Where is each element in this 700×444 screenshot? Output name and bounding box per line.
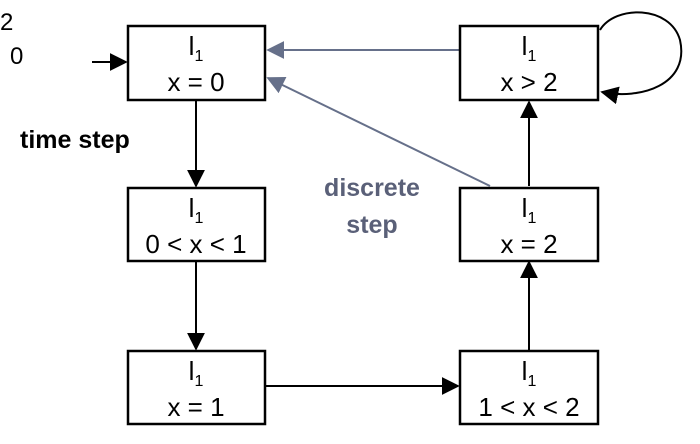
- corner-fragment-top: 2: [0, 9, 13, 36]
- state-0x1: l1 0 < x < 1: [126, 186, 267, 263]
- discrete-step-label-line1: discrete: [324, 174, 420, 202]
- corner-fragment-bottom: 0: [10, 43, 23, 70]
- time-step-label: time step: [20, 126, 130, 154]
- state-1x2-condition: 1 < x < 2: [478, 392, 579, 422]
- state-x2-condition: x = 2: [500, 229, 557, 259]
- state-x0-condition: x = 0: [167, 67, 224, 97]
- state-x1-condition: x = 1: [167, 392, 224, 422]
- state-1x2: l1 1 < x < 2: [458, 349, 600, 426]
- state-xgt2: l1 x > 2: [458, 24, 600, 102]
- state-0x1-location: l1: [189, 193, 204, 227]
- state-1x2-location: l1: [522, 356, 537, 390]
- self-loop-xgt2: [599, 11, 683, 105]
- state-x0: l1 x = 0: [126, 24, 267, 102]
- edge-x2-to-x0-discrete: [266, 76, 491, 187]
- state-x2-location: l1: [522, 193, 537, 227]
- state-xgt2-location: l1: [522, 31, 537, 65]
- state-x1-location: l1: [189, 356, 204, 390]
- state-x1: l1 x = 1: [126, 349, 267, 426]
- state-xgt2-condition: x > 2: [500, 67, 557, 97]
- discrete-step-label-line2: step: [346, 211, 397, 239]
- state-x0-location: l1: [189, 31, 204, 65]
- state-x2: l1 x = 2: [458, 186, 600, 263]
- state-0x1-condition: 0 < x < 1: [145, 229, 246, 259]
